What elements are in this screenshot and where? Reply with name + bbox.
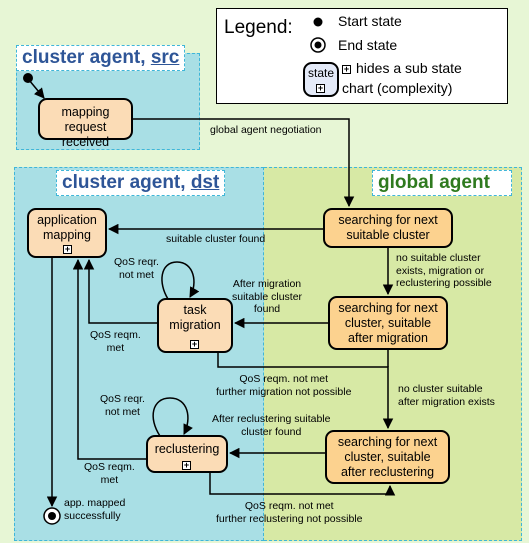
label-after-reclustering-found: After reclustering suitable cluster foun…	[212, 413, 330, 438]
state-searching-next-suitable: searching for next suitable cluster	[323, 208, 453, 248]
label-qos-not-met-2: QoS reqr. not met	[100, 393, 145, 418]
label-suitable-found: suitable cluster found	[166, 233, 266, 245]
legend-state-label: state	[307, 66, 334, 80]
label-after-migration-found: After migration suitable cluster found	[232, 278, 302, 316]
label-qos-not-met-2-a: QoS reqr.	[100, 393, 145, 405]
legend-substate-line2: chart (complexity)	[342, 80, 453, 96]
start-state-dot	[23, 73, 33, 83]
label-qos-not-met-1-b: not met	[118, 268, 154, 281]
label-qos-met-1-b: met	[106, 341, 125, 354]
label-no-suitable-after-migration: no cluster suitable after migration exis…	[398, 383, 495, 408]
dst-zone-title: cluster agent, dst	[56, 170, 226, 196]
reclustering-substate-icon: +	[182, 460, 191, 470]
legend-end-inner	[314, 41, 322, 49]
label-after-migration-3: found	[253, 303, 281, 315]
label-after-migration-2: suitable cluster	[232, 290, 303, 303]
label-qos-met-2-a: QoS reqm.	[84, 461, 135, 473]
legend-box	[216, 8, 508, 104]
src-title-link[interactable]: src	[150, 47, 180, 68]
state-mapping-request-received: mapping request received	[38, 98, 133, 149]
state-application-mapping: application mapping	[27, 208, 107, 258]
label-qos-met-1-a: QoS reqm.	[90, 329, 141, 341]
label-after-reclustering-a: After reclustering suitable	[212, 413, 331, 425]
label-after-reclustering-b: cluster found	[241, 425, 302, 438]
label-no-suitable-2: exists, migration or	[396, 264, 485, 277]
legend-end-label: End state	[338, 37, 398, 53]
state-application-mapping-label: application mapping	[37, 213, 97, 242]
label-no-suitable-after-migration-a: no cluster suitable	[398, 383, 483, 395]
label-further-migration-b: further migration not possible	[216, 385, 352, 398]
label-no-suitable-after-migration-b: after migration exists	[398, 395, 495, 408]
state-searching-after-reclustering: searching for next cluster, suitable aft…	[325, 430, 450, 484]
src-zone-title: cluster agent, src	[16, 45, 186, 71]
global-title-text: global agent	[378, 172, 490, 193]
label-app-mapped: app. mapped successfully	[64, 497, 125, 522]
label-qos-met-2-b: met	[100, 473, 119, 486]
further-migration-not-possible-arrow	[217, 353, 394, 430]
legend-substate-line1: hides a sub state	[356, 60, 462, 76]
label-no-suitable-1: no suitable cluster	[396, 252, 481, 264]
label-further-migration-not-possible: QoS reqm. not met further migration not …	[216, 373, 351, 398]
legend-title: Legend:	[224, 17, 293, 38]
state-searching-after-migration-label: searching for next cluster, suitable aft…	[338, 301, 438, 345]
state-searching-next-label: searching for next suitable cluster	[338, 213, 438, 242]
task-migration-to-app-arrow	[83, 258, 157, 324]
label-after-migration-1: After migration	[232, 278, 302, 290]
state-mapping-request-label: mapping request received	[61, 105, 110, 149]
label-qos-not-met-1: QoS reqr. not met	[114, 256, 159, 281]
legend-start-label: Start state	[338, 13, 402, 29]
label-qos-not-met-1-a: QoS reqr.	[114, 256, 159, 268]
label-further-migration-a: QoS reqm. not met	[239, 373, 329, 385]
global-negotiation-arrow	[133, 118, 355, 208]
label-further-reclustering-a: QoS reqm. not met	[244, 500, 334, 512]
global-zone-title: global agent	[372, 170, 512, 196]
label-app-mapped-a: app. mapped	[64, 497, 126, 509]
legend-substate-icon: +	[342, 64, 351, 74]
task-migration-substate-icon: +	[190, 339, 199, 349]
legend-state-substate-icon: +	[316, 83, 325, 93]
dst-title-prefix: cluster agent,	[62, 172, 191, 193]
label-further-reclustering-not-possible: QoS reqm. not met further reclustering n…	[216, 500, 363, 525]
task-migration-selfloop	[161, 261, 200, 300]
label-further-reclustering-b: further reclustering not possible	[216, 512, 363, 525]
dst-title-link[interactable]: dst	[190, 172, 220, 193]
state-searching-after-migration: searching for next cluster, suitable aft…	[328, 296, 448, 350]
reclustering-to-app-arrow	[72, 258, 146, 460]
label-qos-met-2: QoS reqm. met	[84, 461, 135, 486]
end-state-inner	[48, 512, 56, 520]
state-reclustering: reclustering	[146, 435, 228, 473]
application-mapping-substate-icon: +	[63, 244, 72, 254]
label-qos-not-met-2-b: not met	[104, 405, 140, 418]
label-no-suitable: no suitable cluster exists, migration or…	[396, 252, 492, 290]
further-reclustering-not-possible-arrow	[209, 473, 396, 496]
state-searching-after-reclustering-label: searching for next cluster, suitable aft…	[337, 435, 438, 479]
reclustering-selfloop	[152, 397, 193, 437]
label-global-negotiation: global agent negotiation	[210, 124, 322, 136]
start-to-mapping-arrow	[28, 79, 45, 99]
state-task-migration-label: task migration	[169, 303, 221, 332]
legend-start-dot	[313, 17, 323, 27]
label-no-suitable-3: reclustering possible	[396, 277, 492, 289]
label-app-mapped-b: successfully	[64, 509, 121, 522]
label-qos-met-1: QoS reqm. met	[90, 329, 141, 354]
src-title-prefix: cluster agent,	[22, 47, 151, 68]
state-reclustering-label: reclustering	[154, 442, 220, 456]
